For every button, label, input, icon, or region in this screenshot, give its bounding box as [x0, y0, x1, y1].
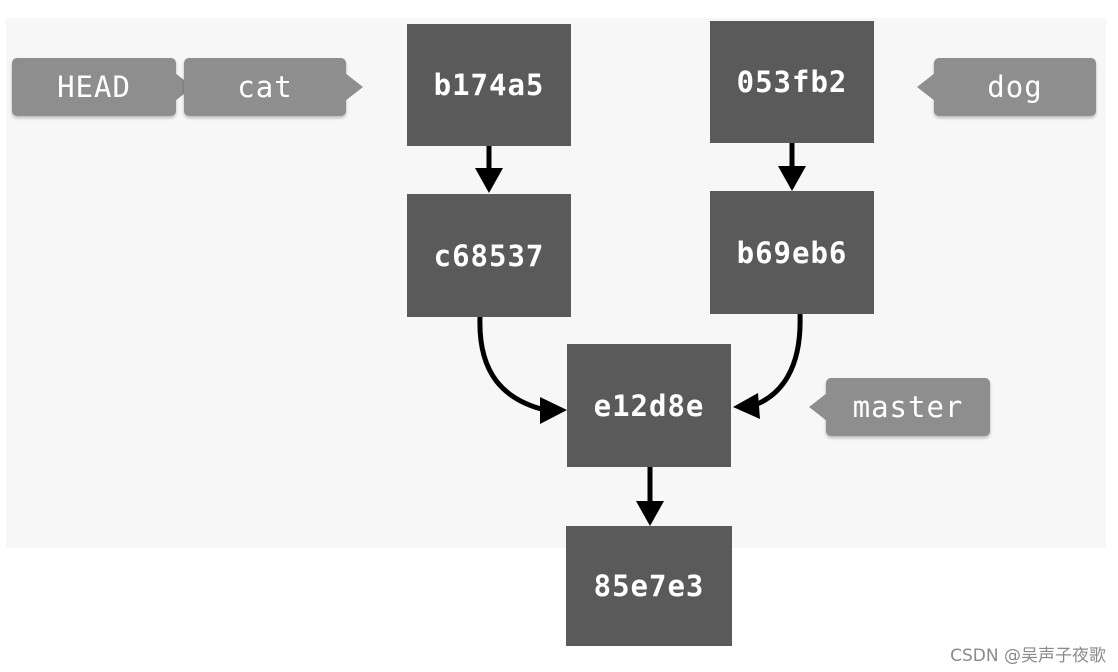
arrowhead-e12d8e-right	[733, 393, 760, 419]
commit-85e7e3: 85e7e3	[566, 526, 732, 646]
arrow-c68537-to-e12d8e	[477, 316, 546, 413]
commit-c68537: c68537	[407, 194, 571, 317]
arrowhead-b69eb6	[778, 166, 806, 191]
ref-branch-dog: dog	[934, 58, 1096, 116]
commit-053fb2: 053fb2	[710, 21, 874, 143]
ref-branch-master: master	[826, 378, 990, 436]
commit-b69eb6: b69eb6	[710, 191, 874, 314]
ref-head: HEAD	[12, 58, 176, 116]
arrowhead-c68537	[475, 168, 503, 193]
watermark: CSDN @吴声子夜歌	[950, 646, 1106, 666]
ref-branch-cat: cat	[184, 58, 346, 116]
arrowhead-e12d8e-left	[540, 397, 567, 424]
arrow-b69eb6-to-e12d8e	[754, 313, 803, 408]
commit-b174a5: b174a5	[407, 24, 571, 146]
commit-e12d8e: e12d8e	[567, 344, 731, 467]
arrowhead-85e7e3	[636, 501, 664, 526]
